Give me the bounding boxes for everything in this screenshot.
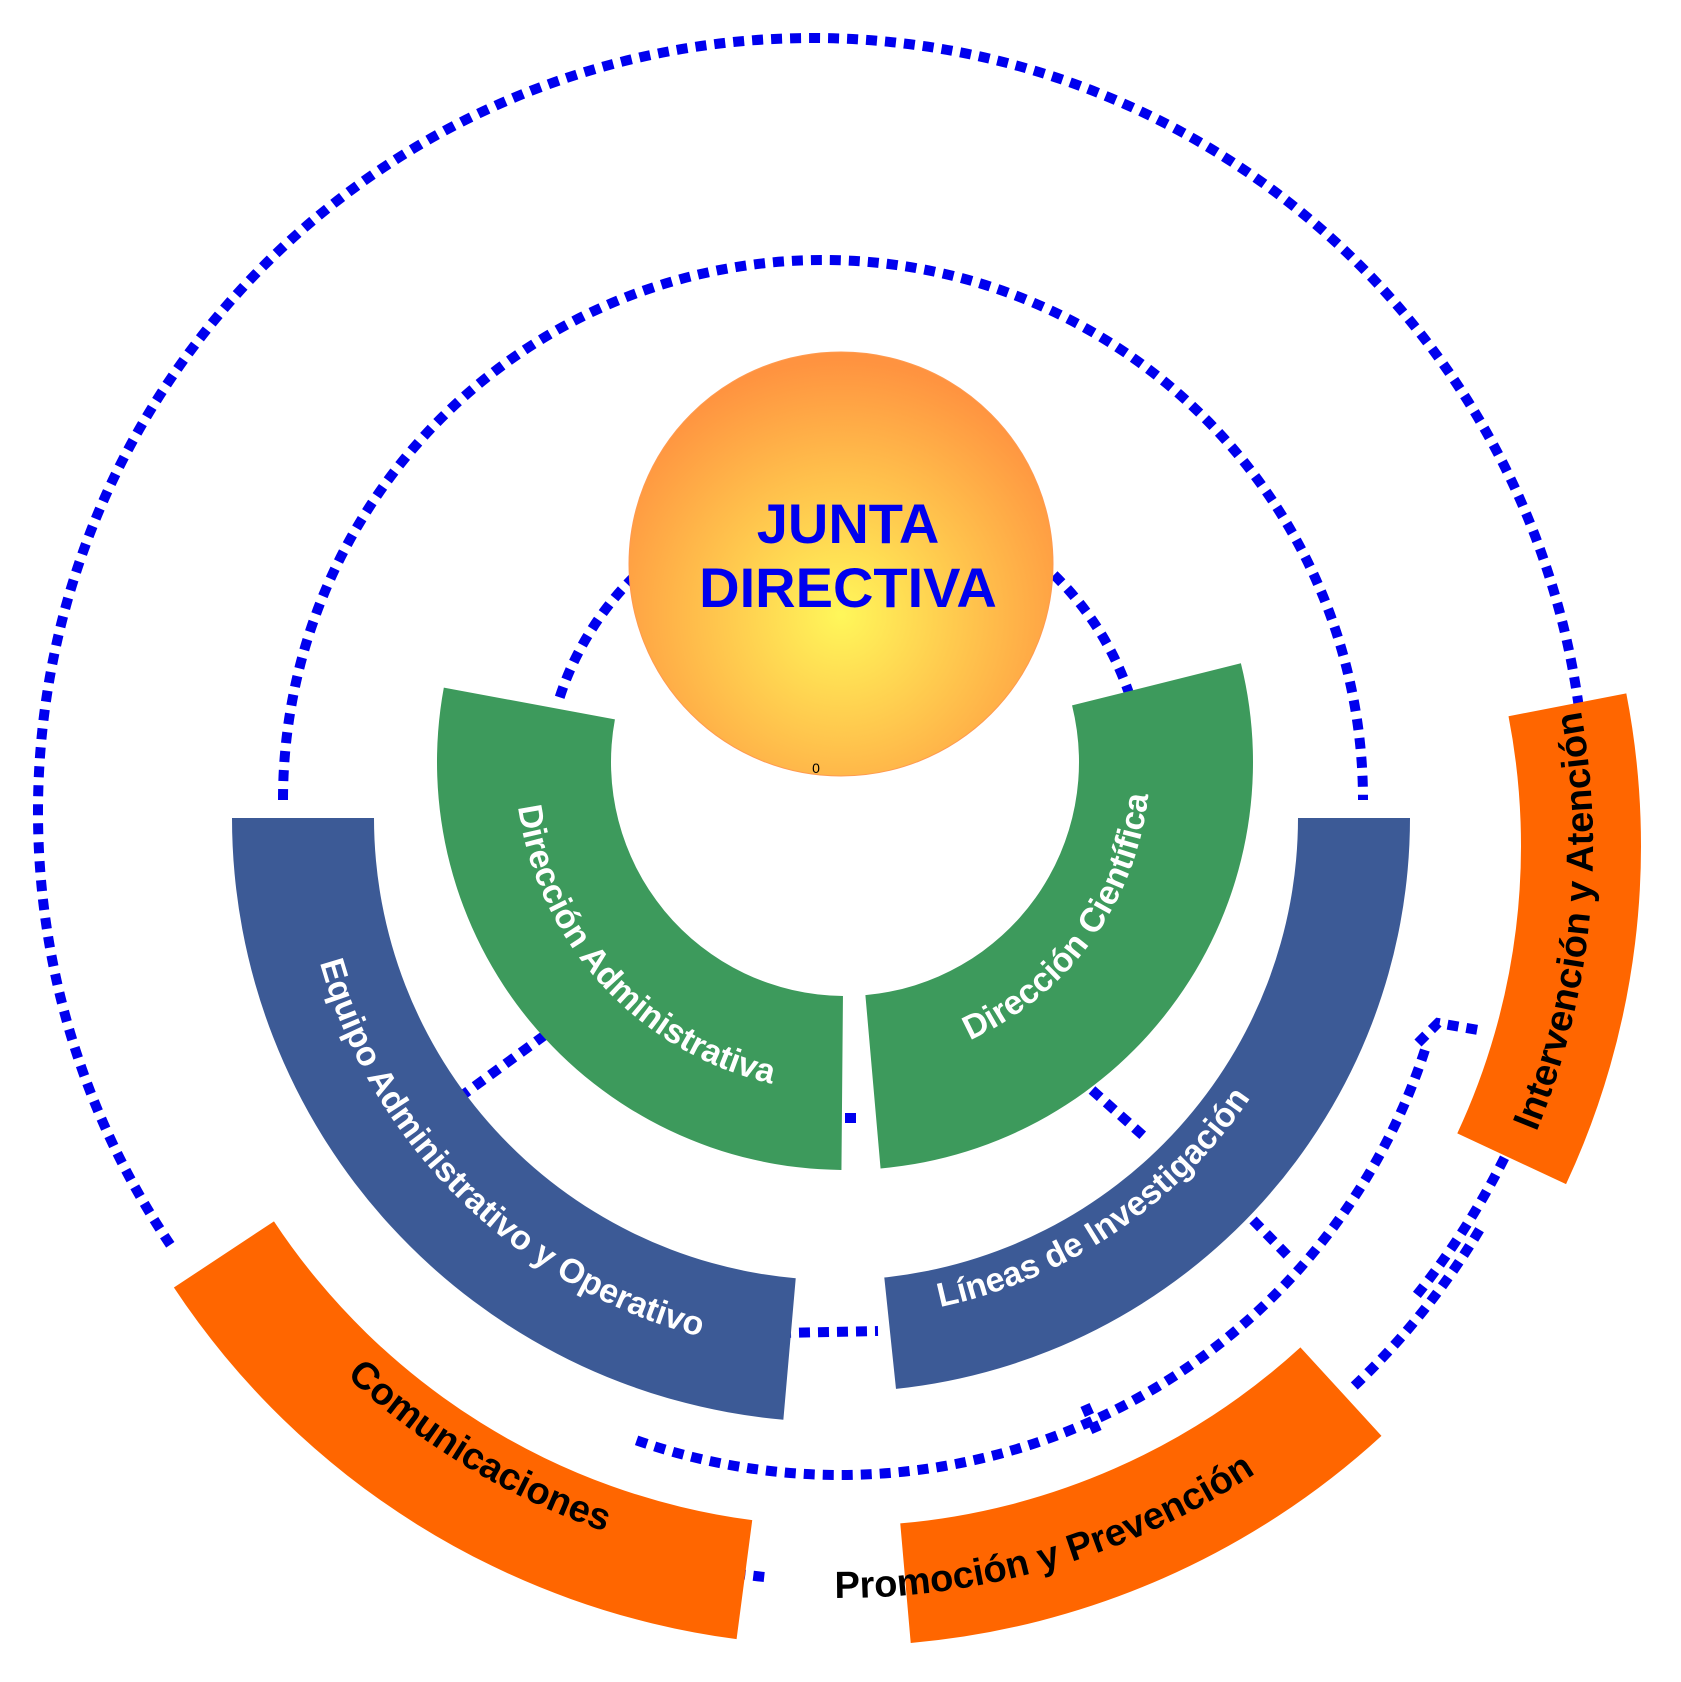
band-promocion-prevencion[interactable] [900, 1347, 1382, 1643]
left-green-blue-connector [457, 1030, 548, 1102]
band-equipo-administrativo[interactable] [232, 818, 796, 1420]
lower-dotted-arc [627, 1048, 1430, 1480]
junta-title-line2: DIRECTIVA [699, 556, 997, 619]
band-comunicaciones[interactable] [173, 1221, 753, 1640]
junta-title-line1: JUNTA [757, 492, 940, 555]
band-intervencion-atencion[interactable] [1457, 693, 1642, 1185]
junta-directiva-node[interactable]: JUNTA DIRECTIVA 0 [628, 351, 1054, 777]
junta-marker: 0 [812, 760, 820, 776]
interv-promo-connector [1345, 1227, 1484, 1395]
band-direccion-cientifica[interactable] [865, 663, 1253, 1169]
outer-dotted-ring [32, 33, 1591, 1303]
lineas-to-outer-connector [1249, 1216, 1294, 1262]
right-green-blue-connector [1088, 1086, 1152, 1144]
middle-dotted-ring [278, 255, 1368, 801]
interv-link-connector [1414, 1017, 1479, 1047]
band-direccion-administrativa[interactable] [437, 687, 843, 1170]
band-lineas-investigacion[interactable] [884, 818, 1410, 1389]
blue-gap-connector [779, 1326, 879, 1338]
promo-up-connector [1080, 1402, 1102, 1435]
junta-circle[interactable] [628, 351, 1054, 777]
inner-dotted-arc [554, 485, 1136, 699]
